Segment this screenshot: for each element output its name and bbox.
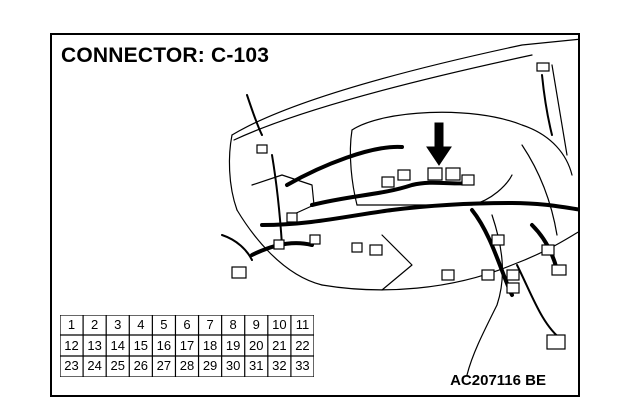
pin-23: 23 (64, 358, 79, 374)
pin-30: 30 (225, 358, 241, 374)
connector-outline (60, 315, 314, 377)
pin-4: 4 (137, 317, 145, 332)
pin-2: 2 (91, 317, 99, 332)
pin-21: 21 (272, 337, 287, 353)
connector-title: CONNECTOR: C-103 (61, 44, 270, 67)
pin-9: 9 (252, 317, 260, 332)
pin-10: 10 (272, 317, 287, 332)
pin-29: 29 (202, 358, 218, 374)
pin-25: 25 (110, 358, 125, 374)
pin-18: 18 (202, 337, 218, 353)
pin-6: 6 (183, 317, 191, 332)
pin-12: 12 (64, 337, 79, 353)
pin-26: 26 (133, 358, 149, 374)
pin-24: 24 (87, 358, 102, 374)
pin-3: 3 (114, 317, 122, 332)
pin-20: 20 (249, 337, 264, 353)
pin-16: 16 (156, 337, 172, 353)
pin-31: 31 (249, 358, 264, 374)
pin-15: 15 (133, 337, 149, 353)
pin-14: 14 (110, 337, 125, 353)
pin-32: 32 (272, 358, 287, 374)
pin-1: 1 (67, 317, 76, 332)
pin-19: 19 (225, 337, 241, 353)
dashboard-harness-illustration (221, 38, 578, 376)
figure-code: AC207116 BE (450, 372, 546, 389)
pin-13: 13 (87, 337, 102, 353)
pin-28: 28 (179, 358, 195, 374)
pin-17: 17 (179, 337, 195, 353)
pin-33: 33 (295, 358, 310, 374)
pin-22: 22 (295, 337, 310, 353)
pin-8: 8 (229, 317, 237, 332)
pin-27: 27 (156, 358, 172, 374)
pin-11: 11 (295, 317, 310, 332)
pin-7: 7 (206, 317, 214, 332)
pin-5: 5 (160, 317, 168, 332)
